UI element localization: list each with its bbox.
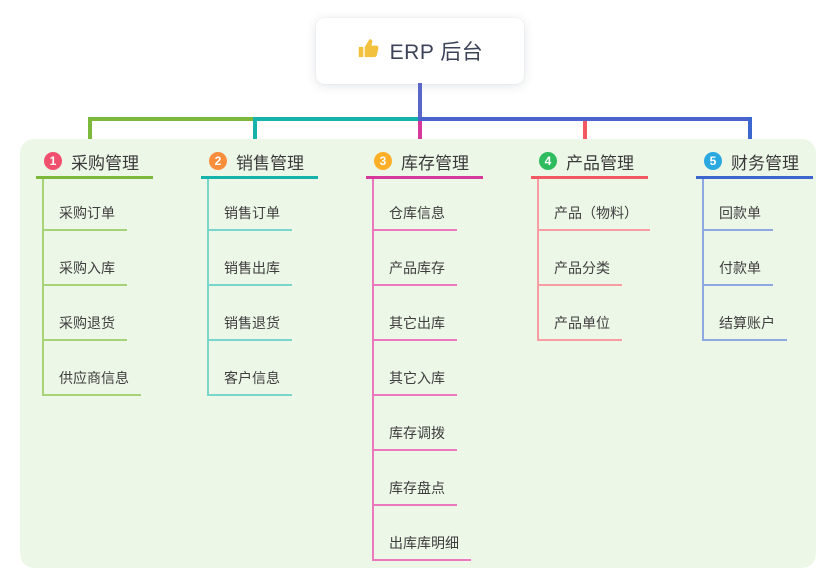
branch-item[interactable]: 供应商信息 — [42, 368, 141, 396]
branch-spine-line — [702, 179, 704, 341]
branch-underline — [531, 176, 648, 179]
branch-drop-line — [583, 121, 587, 147]
branch-item[interactable]: 采购订单 — [42, 203, 127, 231]
branch-underline — [366, 176, 483, 179]
branch-number-badge: 5 — [704, 152, 722, 170]
branch-number-badge: 2 — [209, 152, 227, 170]
branch-item[interactable]: 回款单 — [702, 203, 773, 231]
branch-underline — [36, 176, 153, 179]
branch-title: 销售管理 — [236, 153, 304, 173]
branches-panel — [20, 139, 816, 568]
branch-item[interactable]: 产品分类 — [537, 258, 622, 286]
root-node[interactable]: ERP 后台 — [316, 18, 524, 84]
branch-item[interactable]: 采购入库 — [42, 258, 127, 286]
branch-title: 库存管理 — [401, 153, 469, 173]
branch-underline — [201, 176, 318, 179]
branch-item[interactable]: 其它出库 — [372, 313, 457, 341]
branch-item[interactable]: 销售订单 — [207, 203, 292, 231]
branch-item[interactable]: 采购退货 — [42, 313, 127, 341]
branch-underline — [696, 176, 813, 179]
bus-segment-green — [88, 117, 253, 121]
branch-item[interactable]: 产品（物料） — [537, 203, 650, 231]
branch-item[interactable]: 其它入库 — [372, 368, 457, 396]
branch-drop-line — [88, 117, 92, 147]
branch-node-1[interactable]: 1 采购管理 — [44, 149, 139, 173]
branch-item[interactable]: 出库库明细 — [372, 533, 471, 561]
branch-spine-line — [537, 179, 539, 341]
branch-spine-line — [42, 179, 44, 396]
branch-number-badge: 4 — [539, 152, 557, 170]
branch-node-3[interactable]: 3 库存管理 — [374, 149, 469, 173]
bus-segment-teal — [253, 117, 418, 121]
branch-number-badge: 3 — [374, 152, 392, 170]
trunk-line — [418, 83, 422, 121]
thumbs-up-icon — [357, 37, 380, 65]
branch-node-2[interactable]: 2 销售管理 — [209, 149, 304, 173]
branch-item[interactable]: 库存盘点 — [372, 478, 457, 506]
root-node-label: ERP 后台 — [389, 41, 484, 64]
branch-item[interactable]: 库存调拨 — [372, 423, 457, 451]
branch-item[interactable]: 结算账户 — [702, 313, 787, 341]
branch-node-4[interactable]: 4 产品管理 — [539, 149, 634, 173]
branch-item[interactable]: 销售出库 — [207, 258, 292, 286]
branch-item[interactable]: 仓库信息 — [372, 203, 457, 231]
branch-node-5[interactable]: 5 财务管理 — [704, 149, 799, 173]
branch-item[interactable]: 产品单位 — [537, 313, 622, 341]
branch-item[interactable]: 销售退货 — [207, 313, 292, 341]
branch-item[interactable]: 客户信息 — [207, 368, 292, 396]
branch-item[interactable]: 付款单 — [702, 258, 773, 286]
branch-number-badge: 1 — [44, 152, 62, 170]
branch-spine-line — [207, 179, 209, 396]
branch-item[interactable]: 产品库存 — [372, 258, 457, 286]
branch-spine-line — [372, 179, 374, 561]
branch-drop-line — [748, 117, 752, 147]
branch-title: 采购管理 — [71, 153, 139, 173]
branch-title: 财务管理 — [731, 153, 799, 173]
branch-drop-line — [253, 117, 257, 147]
bus-segment-blue — [418, 117, 752, 121]
branch-title: 产品管理 — [566, 153, 634, 173]
branch-drop-line — [418, 121, 422, 147]
